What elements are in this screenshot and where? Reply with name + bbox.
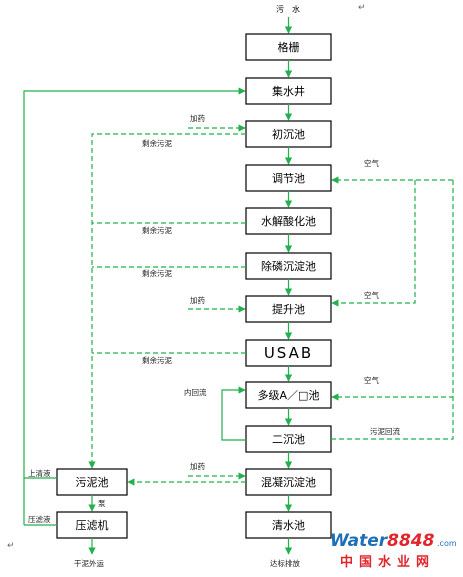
return-mark-top: ↵ — [358, 3, 366, 13]
box-usab: USAB — [245, 339, 332, 367]
box-ao-tank: 多级A／□池 — [245, 381, 332, 409]
box-equalization-tank-label: 调节池 — [272, 172, 305, 185]
watermark-ater: ater — [348, 531, 389, 551]
box-clear-tank: 清水池 — [245, 511, 332, 539]
main-flow-arrows — [88, 17, 293, 555]
internal-reflux-line — [221, 386, 246, 441]
box-screen: 格栅 — [245, 33, 332, 61]
watermark-w: W — [330, 531, 350, 551]
filtrate-label: 压滤液 — [28, 514, 51, 524]
dosing-label-3: 加药 — [190, 461, 205, 471]
box-equalization-tank: 调节池 — [245, 164, 332, 192]
box-primary-clarifier-label: 初沉池 — [272, 127, 305, 141]
watermark-number: 8848 — [387, 531, 434, 551]
box-secondary-clarifier-label: 二沉池 — [272, 433, 305, 446]
box-coag-tank-label: 混凝沉淀池 — [261, 475, 316, 489]
return-mark-bottom: ↵ — [7, 541, 15, 551]
dosing-label-1: 加药 — [190, 113, 205, 123]
box-clear-tank-label: 清水池 — [272, 519, 305, 532]
box-filter-press: 压滤机 — [56, 511, 128, 539]
box-sump-label: 集水井 — [272, 84, 305, 98]
supernatant-label: 上清液 — [28, 468, 51, 478]
box-phosphorus-tank-label: 除磷沉淀池 — [261, 259, 316, 273]
box-hydrolysis-tank-label: 水解酸化池 — [261, 214, 316, 228]
box-primary-clarifier: 初沉池 — [245, 120, 332, 148]
box-screen-label: 格栅 — [278, 40, 300, 54]
sludge-return-label: 污泥回流 — [370, 426, 400, 436]
dry-sludge-label: 干泥外运 — [74, 558, 104, 568]
box-ao-tank-label: 多级A／□池 — [258, 388, 320, 402]
pump-label: 泵 — [98, 499, 106, 508]
air-label-2: 空气 — [364, 290, 379, 300]
box-phosphorus-tank: 除磷沉淀池 — [245, 252, 332, 280]
inlet-label: 污 水 — [276, 4, 300, 14]
box-sludge-tank: 污泥池 — [56, 468, 128, 496]
watermark-logo: Water8848 .com 中国水业网 — [330, 531, 457, 570]
box-hydrolysis-tank: 水解酸化池 — [245, 207, 332, 235]
box-secondary-clarifier: 二沉池 — [245, 425, 332, 453]
excess-sludge-label-3: 剩余污泥 — [142, 268, 172, 278]
watermark-com: .com — [437, 539, 457, 548]
dosing-arrows — [188, 124, 246, 480]
air-label-3: 空气 — [364, 375, 379, 385]
svg-text:Water8848: Water8848 — [330, 531, 435, 551]
excess-sludge-lines — [88, 133, 246, 486]
box-lift-tank: 提升池 — [245, 295, 332, 323]
watermark-subtitle: 中国水业网 — [340, 554, 435, 570]
box-usab-label: USAB — [264, 344, 313, 362]
box-filter-press-label: 压滤机 — [76, 518, 109, 532]
discharge-label: 达标排放 — [270, 558, 300, 568]
box-lift-tank-label: 提升池 — [272, 303, 305, 316]
dosing-label-2: 加药 — [190, 295, 205, 305]
air-label-1: 空气 — [364, 158, 379, 168]
air-supply-lines — [331, 176, 454, 440]
box-coag-tank: 混凝沉淀池 — [245, 468, 332, 496]
box-sludge-tank-label: 污泥池 — [76, 476, 109, 489]
return-to-sump-line — [23, 87, 246, 526]
excess-sludge-label-1: 剩余污泥 — [142, 138, 172, 148]
excess-sludge-label-2: 剩余污泥 — [142, 225, 172, 235]
box-sump: 集水井 — [245, 77, 332, 105]
internal-reflux-label: 内回流 — [184, 387, 207, 397]
excess-sludge-label-4: 剩余污泥 — [142, 355, 172, 365]
